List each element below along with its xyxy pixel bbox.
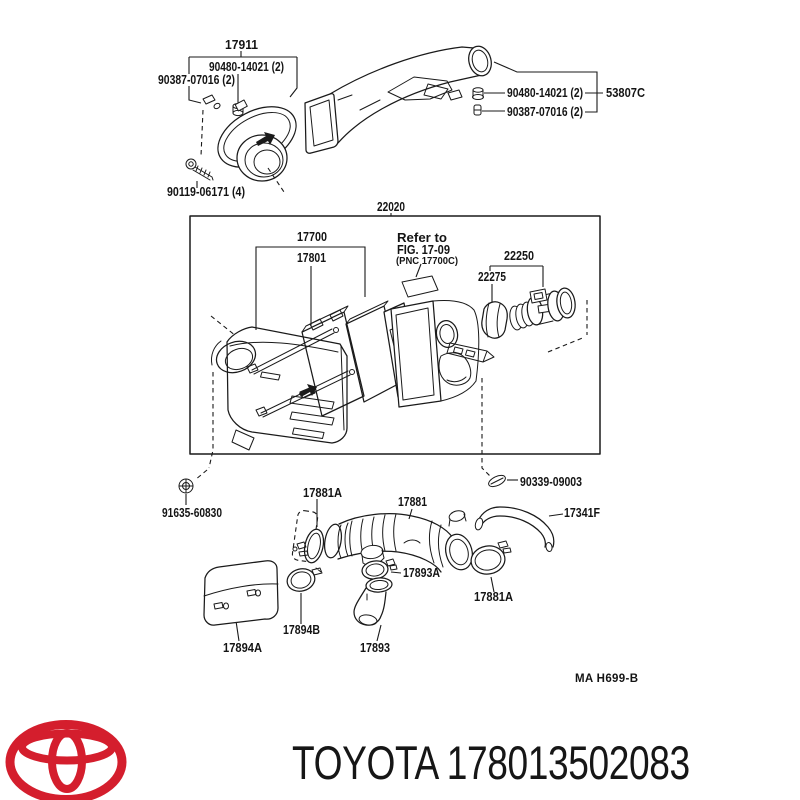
label-91635: 91635-60830 xyxy=(162,506,222,520)
note-refer-line3: (PNC 17700C) xyxy=(396,256,458,267)
label-17881: 17881 xyxy=(398,495,427,509)
sheet-code: MA H699-B xyxy=(575,673,638,685)
construction-lines xyxy=(194,300,588,481)
air-flow-meter-22250-drawing xyxy=(509,287,576,331)
label-17881A-right: 17881A xyxy=(474,590,513,604)
hose-22275-drawing xyxy=(481,301,508,339)
exploded-parts-diagram: 17911 90480-14021 (2) 90387-07016 (2) 90… xyxy=(158,38,645,685)
label-17700: 17700 xyxy=(297,230,327,244)
label-22275: 22275 xyxy=(478,270,506,284)
bottom-hose-assembly-drawing xyxy=(203,499,564,642)
label-90387-right: 90387-07016 (2) xyxy=(507,105,583,119)
note-refer-line2: FIG. 17-09 xyxy=(397,243,450,257)
label-17893: 17893 xyxy=(360,641,390,655)
label-17894A: 17894A xyxy=(223,641,262,655)
toyota-logo-icon xyxy=(5,720,127,800)
label-90387-top: 90387-07016 (2) xyxy=(158,73,235,87)
label-17341F: 17341F xyxy=(564,506,600,520)
label-17801: 17801 xyxy=(297,251,326,265)
brand-caption: TOYOTA 178013502083 xyxy=(292,736,690,789)
inside-box-leaders xyxy=(255,246,544,330)
label-22250: 22250 xyxy=(504,249,534,263)
bolt-91635-drawing xyxy=(178,478,194,505)
air-duct-53807C-drawing xyxy=(304,45,603,154)
label-90480-right: 90480-14021 (2) xyxy=(507,86,583,100)
label-90480-top: 90480-14021 (2) xyxy=(209,60,284,74)
assembly-box-22020 xyxy=(189,213,601,455)
label-22020: 22020 xyxy=(377,200,405,214)
label-90339: 90339-09003 xyxy=(520,475,582,489)
label-53807C: 53807C xyxy=(606,86,645,100)
label-17911: 17911 xyxy=(225,38,258,52)
air-cleaner-case-drawing xyxy=(211,326,355,451)
label-17893A: 17893A xyxy=(403,566,440,580)
part-labels: 17911 90480-14021 (2) 90387-07016 (2) 90… xyxy=(158,38,645,685)
inlet-17911-drawing xyxy=(185,51,298,193)
grommet-90339-drawing xyxy=(488,474,518,488)
cleaner-cap-drawing xyxy=(390,300,495,408)
note-refer-line1: Refer to xyxy=(397,231,447,245)
label-17894B: 17894B xyxy=(283,623,320,637)
label-17881A-left: 17881A xyxy=(303,486,342,500)
label-90119: 90119-06171 (4) xyxy=(167,185,245,199)
